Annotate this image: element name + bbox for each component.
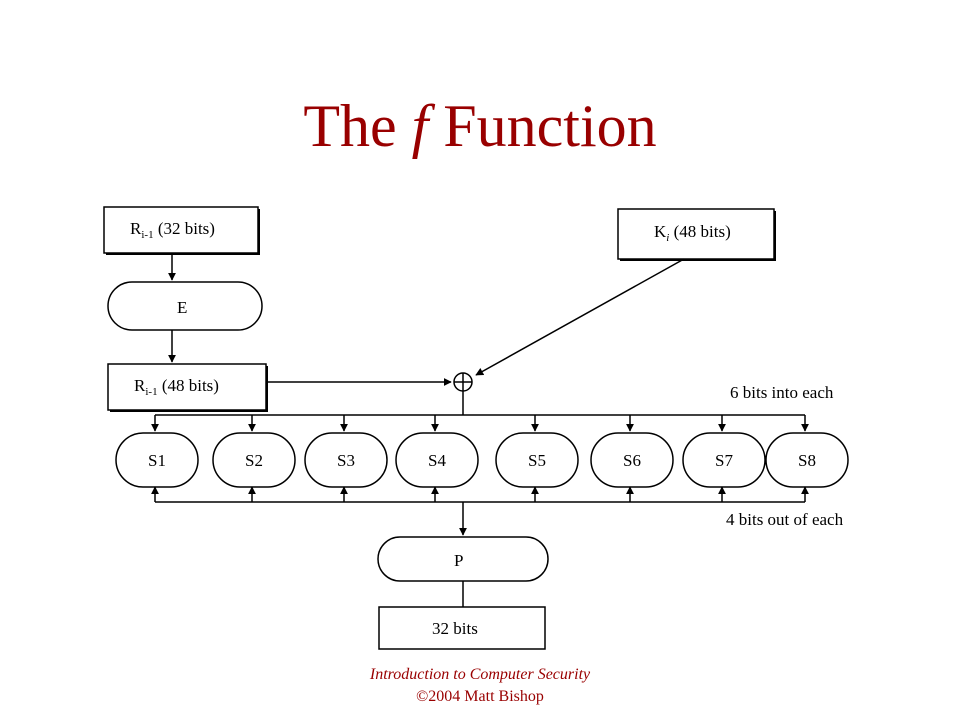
xor-symbol — [453, 372, 473, 392]
sbox-label: S5 — [528, 451, 546, 470]
sbox-label: S4 — [428, 451, 446, 470]
sbox-3: S3 — [304, 415, 388, 502]
r-input-sub: i-1 — [141, 229, 153, 241]
arrow-key-to-xor — [475, 258, 685, 376]
into-annotation: 6 bits into each — [730, 383, 834, 402]
expansion-label: E — [177, 298, 187, 317]
title-italic-f: f — [411, 93, 429, 159]
footer: Introduction to Computer Security ©2004 … — [0, 664, 960, 708]
footer-copyright: ©2004 Matt Bishop — [416, 688, 544, 705]
r-input-main: R — [130, 219, 142, 238]
permutation-box: P — [377, 536, 549, 582]
sbox-label: S2 — [245, 451, 263, 470]
output-box: 32 bits — [378, 606, 546, 650]
sbox-label: S7 — [715, 451, 733, 470]
sbox-8: S8 — [765, 415, 849, 502]
output-label: 32 bits — [432, 619, 478, 638]
svg-text:Ri-1 (48 bits): Ri-1 (48 bits) — [134, 376, 219, 398]
sbox-label: S1 — [148, 451, 166, 470]
key-main: K — [654, 222, 667, 241]
key-rest: (48 bits) — [669, 222, 730, 241]
permutation-label: P — [454, 551, 463, 570]
sbox-2: S2 — [212, 415, 296, 502]
footer-course: Introduction to Computer Security — [369, 666, 591, 683]
sbox-4: S4 — [395, 415, 479, 502]
sbox-1: S1 — [115, 415, 199, 502]
title-suffix: Function — [428, 93, 657, 159]
sbox-7: S7 — [682, 415, 766, 502]
out-annotation: 4 bits out of each — [726, 510, 844, 529]
sbox-label: S8 — [798, 451, 816, 470]
r-input-box: Ri-1 (32 bits) — [103, 206, 260, 255]
svg-text:Ri-1 (32 bits): Ri-1 (32 bits) — [130, 219, 215, 241]
slide-title: The f Function — [0, 88, 960, 164]
expansion-box: E — [107, 281, 263, 331]
title-prefix: The — [303, 93, 412, 159]
r-expanded-rest: (48 bits) — [158, 376, 219, 395]
sbox-label: S3 — [337, 451, 355, 470]
sbox-5: S5 — [495, 415, 579, 502]
sbox-6: S6 — [590, 415, 674, 502]
sbox-layer: S1 S2 S3 S4 S5 S6 S7 S8 — [115, 415, 849, 502]
r-expanded-main: R — [134, 376, 146, 395]
key-box: Ki (48 bits) — [617, 208, 776, 261]
r-input-rest: (32 bits) — [154, 219, 215, 238]
r-expanded-box: Ri-1 (48 bits) — [107, 363, 268, 412]
key-sub: i — [666, 232, 669, 244]
svg-text:Ki (48 bits): Ki (48 bits) — [654, 222, 731, 244]
r-expanded-sub: i-1 — [145, 386, 157, 398]
sbox-label: S6 — [623, 451, 641, 470]
